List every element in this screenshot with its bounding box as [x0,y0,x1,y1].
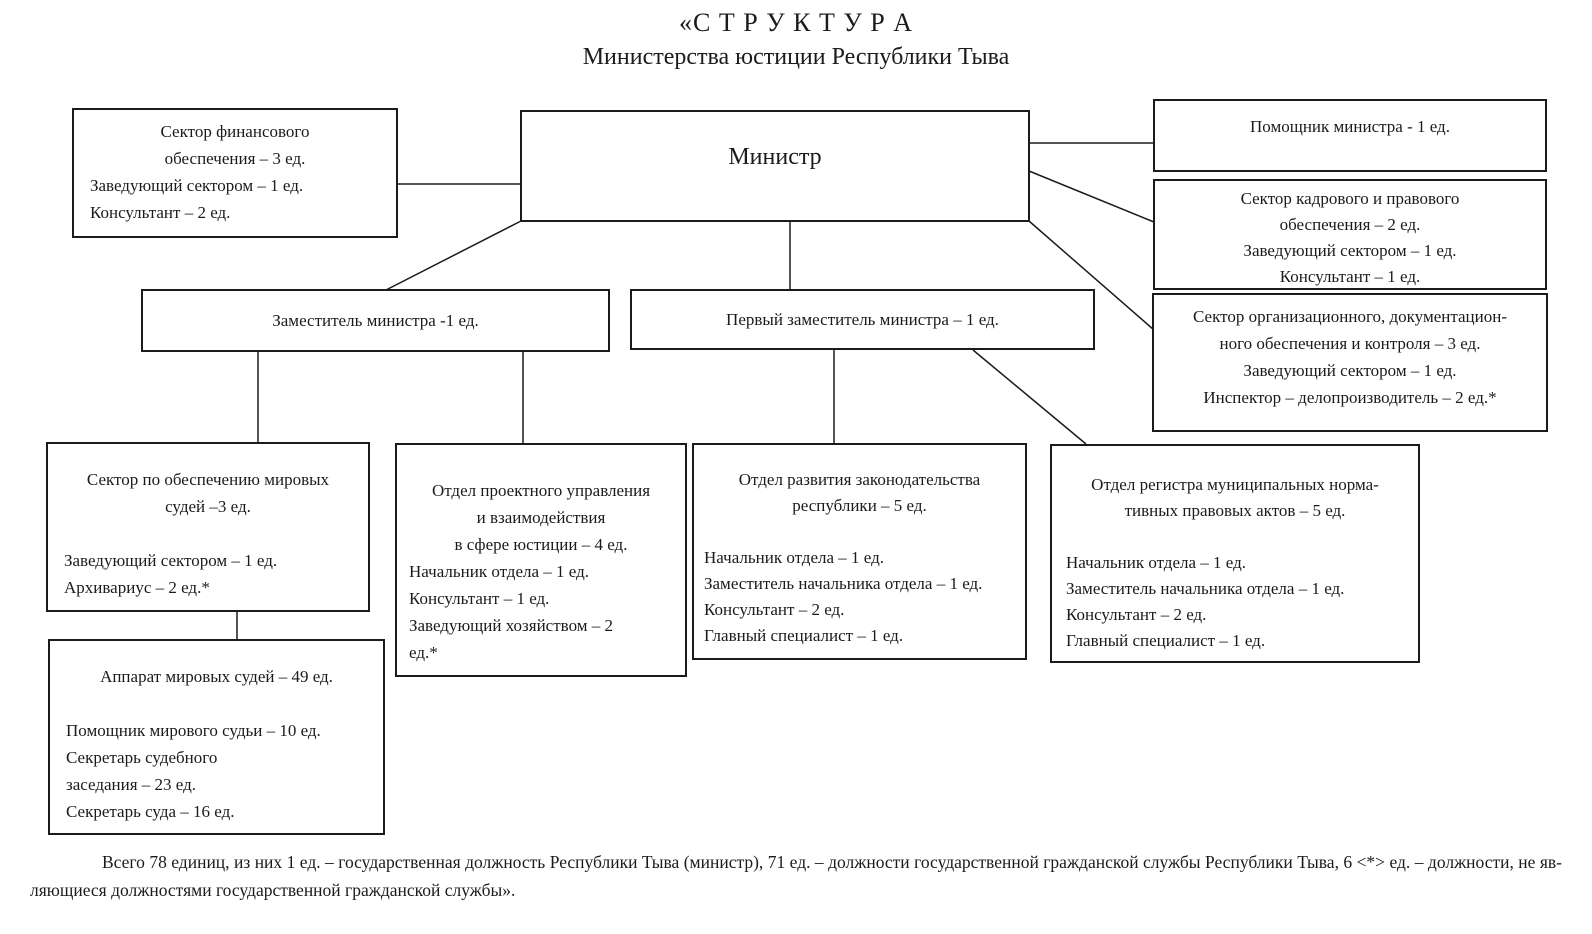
box-legislation-department: Отдел развития законодательства республи… [692,443,1027,660]
connector-minister-deputy [385,220,522,291]
text-line: Помощник мирового судьи – 10 ед. [66,721,321,740]
blank-line [48,520,368,547]
text-line: Главный специалист – 1 ед. [704,626,904,645]
text-line: республики – 5 ед. [792,496,927,515]
text-line: Сектор кадрового и правового [1240,189,1460,208]
text-line: обеспечения – 3 ед. [164,149,306,168]
text-line: Заведующий сектором – 1 ед. [64,551,278,570]
text-line: Сектор финансового [160,122,310,141]
box-org-sector: Сектор организационного, документацион- … [1152,293,1548,432]
assistant-label: Помощник министра - 1 ед. [1250,117,1450,136]
chart-title-line2: Министерства юстиции Республики Тыва [582,44,1010,70]
text-line: Отдел регистра муниципальных норма- [1091,475,1379,494]
text-line: обеспечения – 2 ед. [1279,215,1421,234]
text-line: Заместитель начальника отдела – 1 ед. [1066,579,1345,598]
box-project-department: Отдел проектного управления и взаимодейс… [395,443,687,677]
text-line: судей –3 ед. [165,497,251,516]
box-finance-sector: Сектор финансового обеспечения – 3 ед. З… [72,108,398,238]
chart-title: «С Т Р У К Т У Р А Министерства юстиции … [0,8,1592,71]
text-line: тивных правовых актов – 5 ед. [1124,501,1346,520]
text-line: Начальник отдела – 1 ед. [409,562,590,581]
text-line: Отдел проектного управления [431,481,651,500]
text-line: Консультант – 1 ед. [1279,267,1421,286]
text-line: в сфере юстиции – 4 ед. [454,535,628,554]
text-line: Аппарат мировых судей – 49 ед. [100,667,333,686]
text-line: заседания – 23 ед. [66,775,197,794]
text-line: Консультант – 2 ед. [90,203,231,222]
first-deputy-minister-label: Первый заместитель министра – 1 ед. [726,310,999,329]
deputy-minister-label: Заместитель министра -1 ед. [272,311,479,330]
text-line: Отдел развития законодательства [738,470,981,489]
box-justices-sector: Сектор по обеспечению мировых судей –3 е… [46,442,370,612]
text-line: Начальник отдела – 1 ед. [1066,553,1247,572]
text-line: Консультант – 2 ед. [1066,605,1207,624]
text-line: Консультант – 1 ед. [409,589,550,608]
text-line: Заведующий сектором – 1 ед. [1243,361,1457,380]
connector-minister-hr [1028,170,1155,223]
blank-line [694,519,1025,545]
text-line: Главный специалист – 1 ед. [1066,631,1266,650]
box-first-deputy-minister: Первый заместитель министра – 1 ед. [630,289,1095,350]
text-line: Заведующий сектором – 1 ед. [90,176,304,195]
text-line: Заведующий хозяйством – 2 [409,616,613,635]
text-line: Начальник отдела – 1 ед. [704,548,885,567]
box-registry-department: Отдел регистра муниципальных норма- тивн… [1050,444,1420,663]
box-hr-sector: Сектор кадрового и правового обеспечения… [1153,179,1547,290]
footer-note-line1: Всего 78 единиц, из них 1 ед. – государс… [102,852,1562,872]
text-line: Архивариус – 2 ед.* [64,578,210,597]
text-line: Заведующий сектором – 1 ед. [1243,241,1457,260]
minister-label: Министр [728,144,822,170]
box-assistant: Помощник министра - 1 ед. [1153,99,1547,172]
text-line: Сектор организационного, документацион- [1193,307,1507,326]
blank-line [50,690,383,717]
connector-first-deputy-registry [972,349,1087,445]
connector-minister-org [1028,220,1155,331]
text-line: Консультант – 2 ед. [704,600,845,619]
text-line: ед.* [409,643,438,662]
chart-title-line1: «С Т Р У К Т У Р А [679,8,913,37]
footer-note-line2: ляющиеся должностями государственной гра… [30,880,516,900]
text-line: ного обеспечения и контроля – 3 ед. [1219,334,1481,353]
text-line: и взаимодействия [476,508,606,527]
box-justices-apparatus: Аппарат мировых судей – 49 ед. Помощник … [48,639,385,835]
text-line: Секретарь суда – 16 ед. [66,802,235,821]
text-line: Заместитель начальника отдела – 1 ед. [704,574,983,593]
blank-line [1052,524,1418,550]
box-minister: Министр [520,110,1030,222]
text-line: Инспектор – делопроизводитель – 2 ед.* [1203,388,1497,407]
box-deputy-minister: Заместитель министра -1 ед. [141,289,610,352]
text-line: Сектор по обеспечению мировых [86,470,330,489]
text-line: Секретарь судебного [66,748,218,767]
